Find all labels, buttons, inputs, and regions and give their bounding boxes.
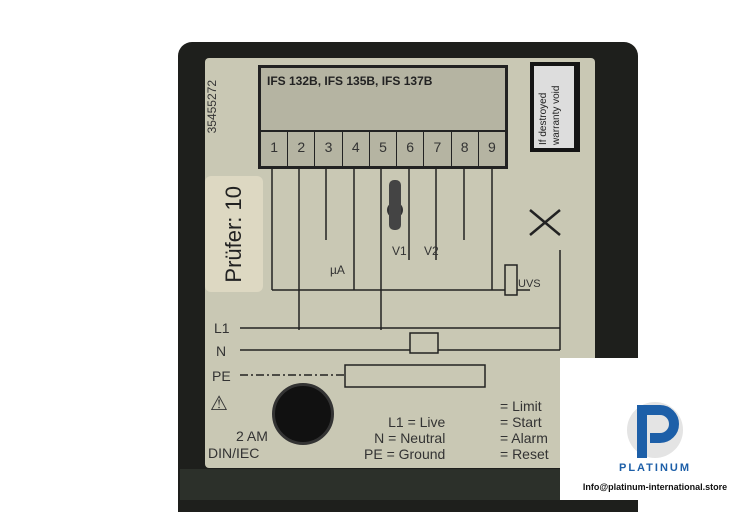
terminal-block: IFS 132B, IFS 135B, IFS 137B 1 2 3 4 5 6… <box>258 65 508 169</box>
fuse-rating: 2 AM <box>236 428 268 444</box>
terminal: 4 <box>343 132 370 166</box>
warranty-sticker: If destroyed warranty void <box>530 62 580 152</box>
wire-label-pe: PE <box>212 368 231 384</box>
fuse-standard: DIN/IEC <box>208 445 260 461</box>
terminal: 1 <box>261 132 289 166</box>
wire-label-n: N <box>216 343 227 359</box>
microamp-label: µA <box>330 263 345 277</box>
warning-icon: ⚠ <box>210 393 228 415</box>
terminal: 9 <box>487 139 496 155</box>
terminal-strip: 1 2 3 4 5 6 7 8 9 <box>261 130 505 166</box>
fuse-holder[interactable] <box>272 383 334 445</box>
terminal: 6 <box>397 132 425 166</box>
uvs-label: UVS <box>518 278 541 290</box>
terminal: 3 <box>315 132 343 166</box>
platinum-logo: PLATINUM Info@platinum-international.sto… <box>560 358 750 500</box>
inspector-sticker: Prüfer: 10 <box>205 176 263 292</box>
terminal: 8 <box>452 132 479 166</box>
valve-v1-label: V1 <box>392 244 407 258</box>
terminal: 7 <box>424 132 452 166</box>
wire-label-l1: L1 <box>214 320 230 336</box>
legend-right: = Limit = Start = Alarm = Reset <box>500 398 549 462</box>
model-title: IFS 132B, IFS 135B, IFS 137B <box>267 74 433 88</box>
legend-left: L1 = Live N = Neutral PE = Ground <box>364 414 446 462</box>
platinum-p-icon <box>627 402 683 458</box>
terminal: 2 <box>288 132 316 166</box>
contact-email: Info@platinum-international.store <box>582 482 728 492</box>
terminal: 5 <box>370 132 398 166</box>
valve-v2-label: V2 <box>424 244 439 258</box>
wiring-diagram <box>240 169 561 388</box>
connector-base <box>180 469 580 500</box>
brand-name: PLATINUM <box>618 462 691 474</box>
terminal-wires <box>271 169 493 330</box>
